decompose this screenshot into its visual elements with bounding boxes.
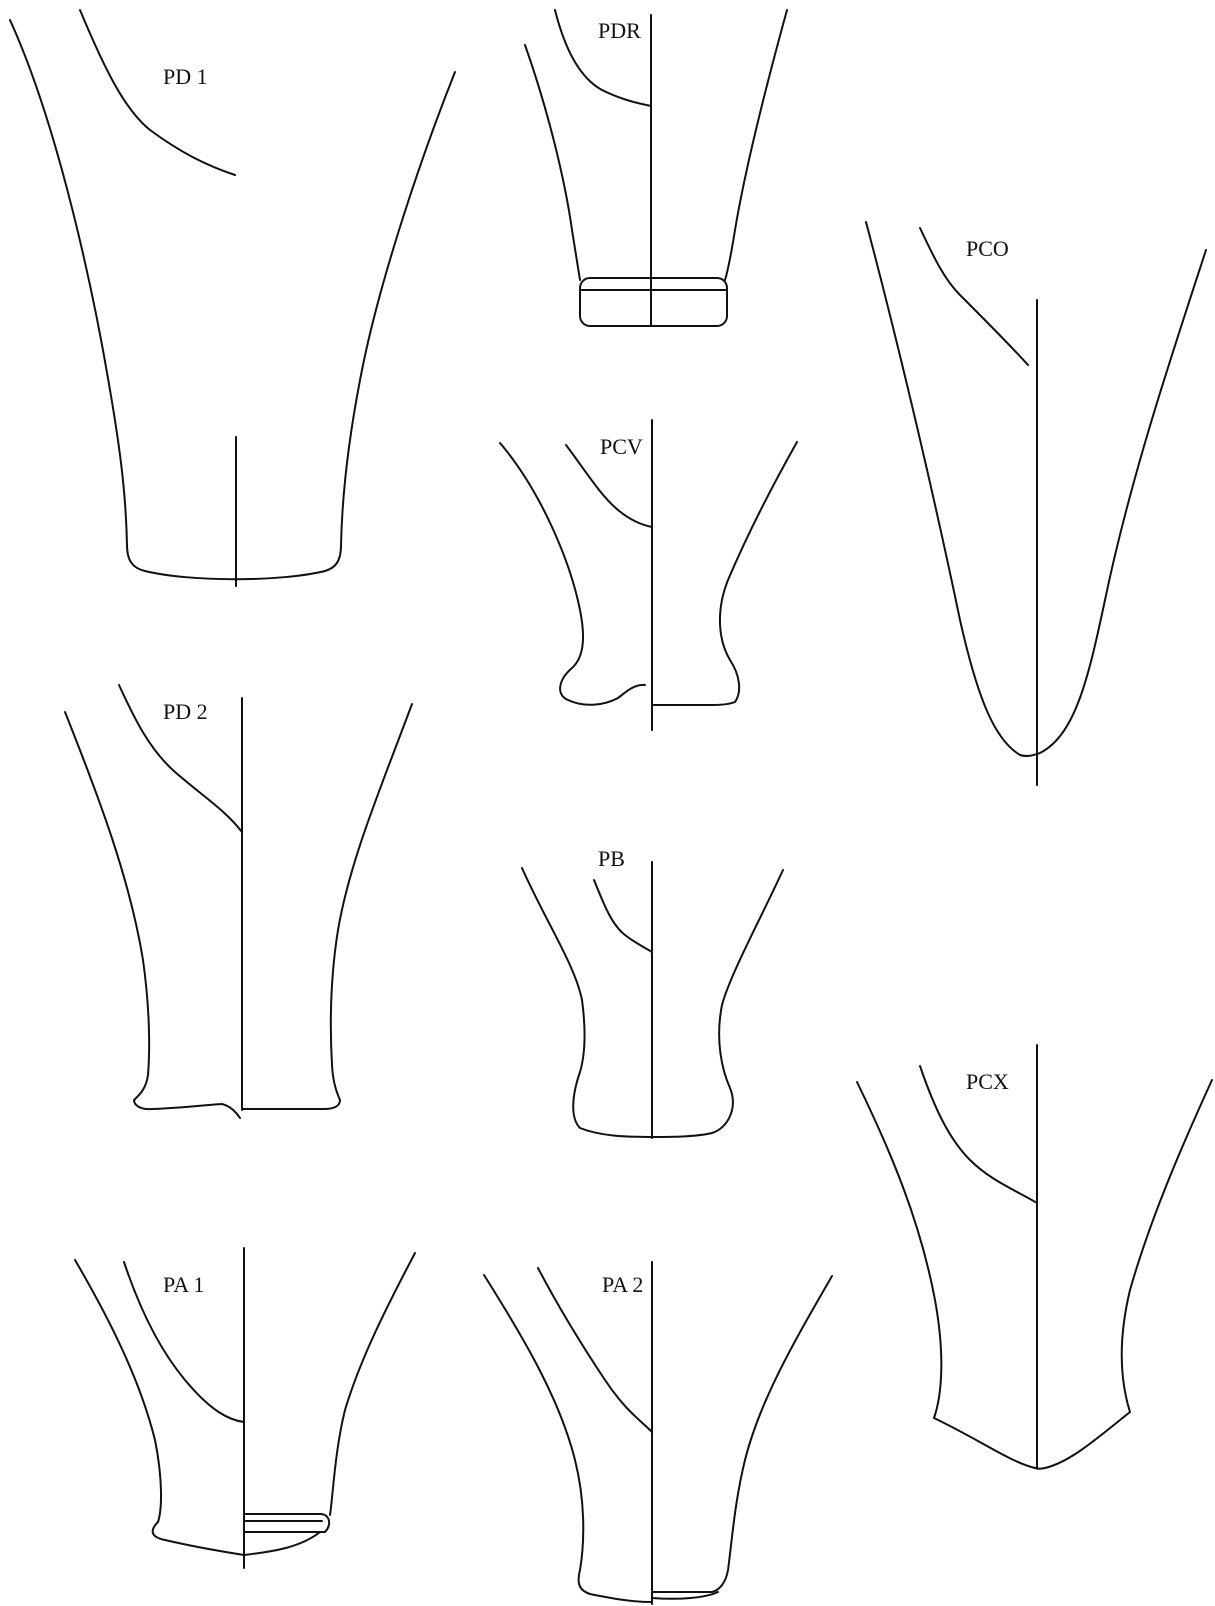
pcv-right-outline	[652, 442, 797, 705]
pd1-right-outline	[325, 72, 455, 571]
pa1-label: PA 1	[163, 1272, 204, 1297]
pco-right-outline	[1020, 250, 1206, 756]
profile-pa2: PA 2	[484, 1262, 832, 1604]
pb-right-outline	[652, 870, 783, 1137]
profile-pd1: PD 1	[10, 10, 455, 586]
pa2-right-outline	[652, 1276, 832, 1592]
pa1-left-outline	[75, 1260, 244, 1555]
profile-pdr: PDR	[525, 10, 787, 326]
pdr-left-outline	[525, 45, 580, 280]
profile-pa1: PA 1	[75, 1248, 415, 1568]
pa2-label: PA 2	[602, 1272, 643, 1297]
pa2-left-outline	[484, 1275, 652, 1602]
profile-pcv: PCV	[500, 420, 797, 730]
pcx-label: PCX	[966, 1069, 1009, 1094]
pco-left-outline	[866, 222, 1020, 755]
pcx-right-outline	[1035, 1080, 1212, 1469]
pb-inner-curve	[594, 880, 652, 952]
profile-pd2: PD 2	[65, 685, 412, 1118]
pcx-left-outline	[857, 1082, 1035, 1468]
profile-pb: PB	[522, 846, 783, 1138]
pd1-label: PD 1	[163, 64, 208, 89]
pd1-inner-curve	[80, 10, 235, 175]
pd2-left-outline	[65, 712, 240, 1118]
pd2-right-outline	[242, 704, 412, 1109]
pa1-right-outline	[330, 1253, 415, 1515]
pb-label: PB	[598, 846, 625, 871]
pd2-label: PD 2	[163, 699, 208, 724]
pdr-base-ring	[580, 278, 727, 326]
pb-left-outline	[522, 868, 652, 1137]
pcv-left-outline	[500, 443, 645, 705]
pa1-base-rim	[244, 1514, 329, 1532]
profile-pcx: PCX	[857, 1045, 1212, 1469]
pdr-label: PDR	[598, 18, 641, 43]
pcv-label: PCV	[600, 434, 643, 459]
pa1-base-foot	[244, 1521, 322, 1555]
pa2-base-foot	[652, 1592, 718, 1599]
pdr-right-outline	[725, 10, 787, 280]
pco-label: PCO	[966, 236, 1009, 261]
profile-pco: PCO	[866, 222, 1206, 785]
